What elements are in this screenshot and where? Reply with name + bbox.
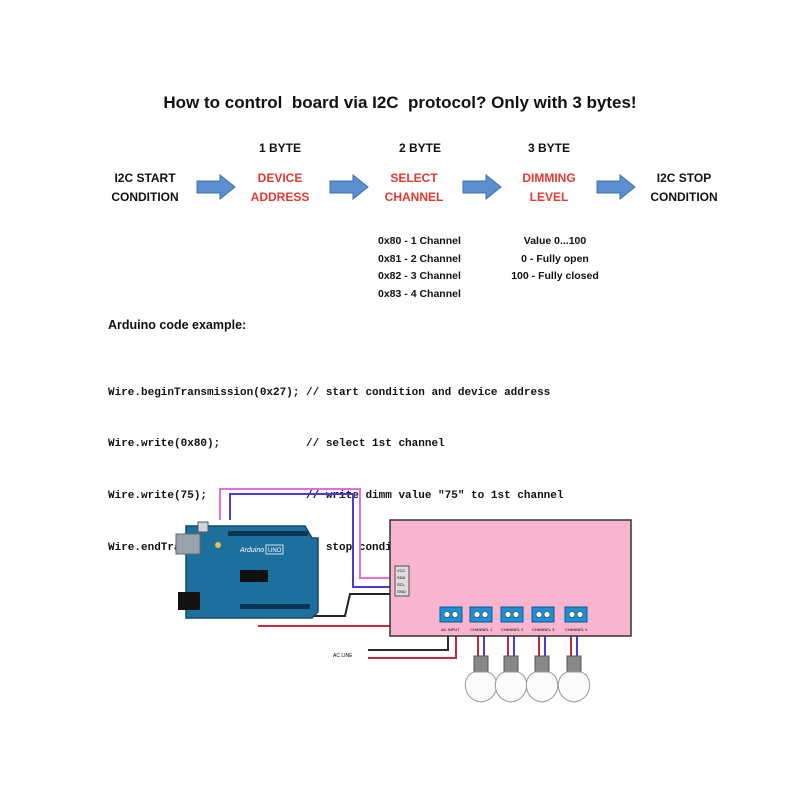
list-item: 0 - Fully open: [521, 252, 589, 265]
ac-line-label: AC LINE: [333, 653, 353, 659]
arduino-board: Arduino UNO: [175, 521, 319, 619]
channel-list: 0x80 - 1 Channel 0x81 - 2 Channel 0x82 -…: [378, 233, 461, 303]
terminal-blocks: AC INPUT CHANNEL 1 CHANNEL 2 CHANNEL 3 C…: [439, 606, 588, 632]
arrow-right-icon: [196, 174, 236, 200]
step-label: CHANNEL: [384, 190, 444, 204]
arrow-right-icon: [329, 174, 369, 200]
list-item: 0x81 - 2 Channel: [378, 252, 461, 265]
channel-1-terminal: CHANNEL 1: [469, 606, 493, 632]
step-label: ADDRESS: [250, 190, 310, 204]
start-condition-step: I2C START CONDITION: [85, 169, 205, 207]
step-label: CONDITION: [650, 190, 718, 204]
list-item: 0x83 - 4 Channel: [378, 287, 461, 300]
select-channel-step: SELECT CHANNEL: [354, 169, 474, 207]
step-label: DEVICE: [257, 171, 303, 185]
wiring-diagram: Arduino UNO VCC SDA SCL GND AC INPUT CHA…: [175, 488, 632, 703]
step-label: SELECT: [390, 171, 438, 185]
ac-input-terminal: AC INPUT: [439, 606, 463, 632]
terminal-label: AC INPUT: [441, 627, 460, 632]
code-line: Wire.write(0x80); // select 1st channel: [108, 438, 445, 451]
scl-wire: [229, 493, 396, 588]
terminal-label: CHANNEL 3: [532, 627, 555, 632]
step-label: CONDITION: [111, 190, 179, 204]
pin-label: VCC: [397, 568, 406, 573]
channel-4-terminal: CHANNEL 4: [564, 606, 588, 632]
arrow-right-icon: [462, 174, 502, 200]
light-bulb-icon: [525, 655, 559, 703]
i2c-connector: VCC SDA SCL GND: [394, 565, 410, 597]
terminal-label: CHANNEL 1: [470, 627, 493, 632]
device-address-step: DEVICE ADDRESS: [220, 169, 340, 207]
step-label: LEVEL: [529, 190, 569, 204]
channel-2-terminal: CHANNEL 2: [500, 606, 524, 632]
arduino-label: Arduino: [239, 547, 264, 554]
terminal-label: CHANNEL 4: [565, 627, 588, 632]
terminal-label: CHANNEL 2: [501, 627, 524, 632]
light-bulb-icon: [557, 655, 591, 703]
step-label: DIMMING: [522, 171, 576, 185]
list-item: 100 - Fully closed: [511, 270, 599, 282]
stop-condition-step: I2C STOP CONDITION: [624, 169, 744, 207]
light-bulb-icon: [464, 655, 498, 703]
arrow-right-icon: [596, 174, 636, 200]
light-bulb-icon: [494, 655, 528, 703]
list-item: 0x80 - 1 Channel: [378, 235, 461, 247]
pin-label: SCL: [397, 582, 406, 587]
list-item: Value 0...100: [523, 235, 587, 247]
channel-3-terminal: CHANNEL 3: [531, 606, 555, 632]
pin-label: SDA: [397, 575, 406, 580]
code-line: Wire.beginTransmission(0x27); // start c…: [108, 386, 551, 399]
dimming-level-step: DIMMING LEVEL: [489, 169, 609, 207]
step-label: I2C STOP: [656, 171, 712, 185]
byte-3-header: 3 BYTE: [527, 141, 570, 155]
dimming-values: Value 0...100 0 - Fully open 100 - Fully…: [500, 233, 610, 286]
step-label: I2C START: [114, 171, 176, 185]
list-item: 0x82 - 3 Channel: [378, 270, 461, 282]
pin-label: GND: [397, 589, 406, 594]
page-title: How to control board via I2C protocol? O…: [163, 93, 637, 112]
byte-2-header: 2 BYTE: [398, 141, 441, 155]
arduino-model: UNO: [268, 548, 282, 554]
sda-wire: [219, 488, 396, 579]
code-example-title: Arduino code example:: [108, 318, 247, 332]
byte-1-header: 1 BYTE: [258, 141, 301, 155]
